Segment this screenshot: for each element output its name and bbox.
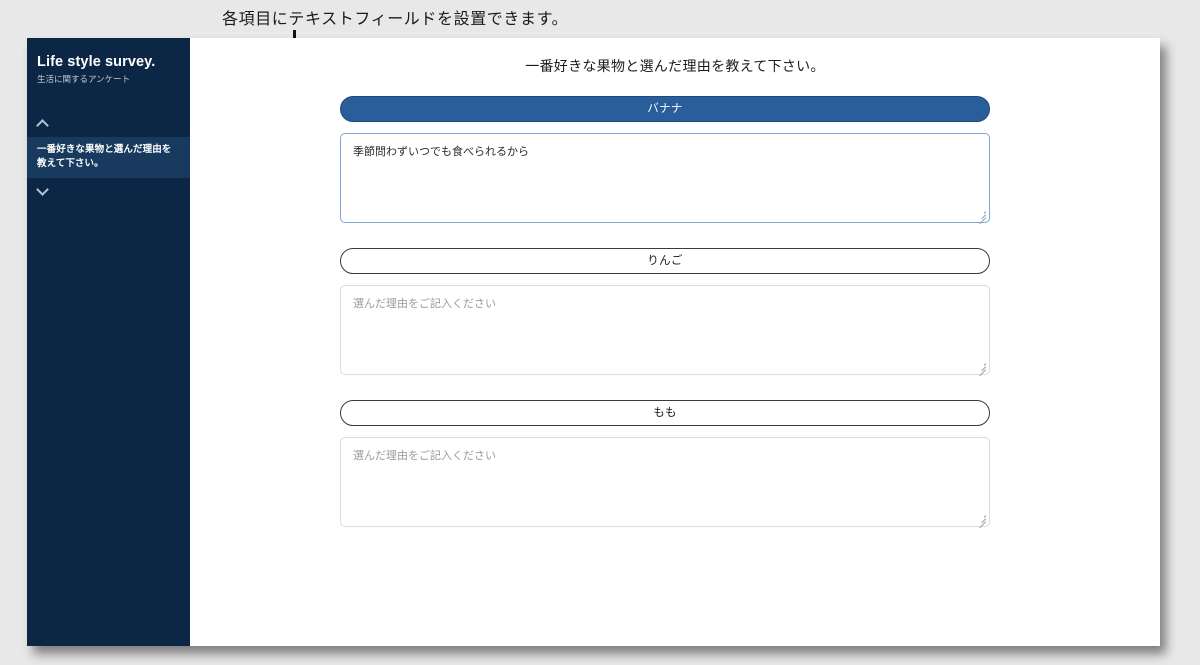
option-group-banana: バナナ bbox=[340, 96, 990, 225]
sidebar-brand-subtitle: 生活に関するアンケート bbox=[37, 74, 131, 85]
option-group-peach: もも bbox=[340, 400, 990, 529]
page-title: 一番好きな果物と選んだ理由を教えて下さい。 bbox=[525, 58, 825, 74]
chevron-up-icon bbox=[37, 120, 50, 128]
reason-textarea-apple[interactable] bbox=[340, 285, 990, 375]
option-button-banana[interactable]: バナナ bbox=[340, 96, 990, 122]
sidebar-expand-toggle[interactable] bbox=[27, 178, 190, 204]
annotation-caption: 各項目にテキストフィールドを設置できます。 bbox=[222, 11, 569, 28]
survey-form: バナナ りんご もも bbox=[340, 96, 990, 529]
sidebar-collapse-toggle[interactable] bbox=[27, 111, 190, 137]
reason-field-wrap-apple bbox=[340, 285, 990, 377]
sidebar-item-question-1[interactable]: 一番好きな果物と選んだ理由を教えて下さい。 bbox=[27, 137, 190, 178]
app-window: Life style survey. 生活に関するアンケート 一番好きな果物と選… bbox=[27, 38, 1160, 646]
reason-textarea-banana[interactable] bbox=[340, 133, 990, 223]
sidebar-brand-title: Life style survey. bbox=[37, 54, 156, 70]
option-button-peach[interactable]: もも bbox=[340, 400, 990, 426]
reason-field-wrap-peach bbox=[340, 437, 990, 529]
content-area: 一番好きな果物と選んだ理由を教えて下さい。 バナナ りんご bbox=[190, 38, 1160, 646]
option-button-apple[interactable]: りんご bbox=[340, 248, 990, 274]
option-group-apple: りんご bbox=[340, 248, 990, 377]
chevron-down-icon bbox=[37, 187, 50, 195]
reason-field-wrap-banana bbox=[340, 133, 990, 225]
sidebar: Life style survey. 生活に関するアンケート 一番好きな果物と選… bbox=[27, 38, 190, 646]
reason-textarea-peach[interactable] bbox=[340, 437, 990, 527]
